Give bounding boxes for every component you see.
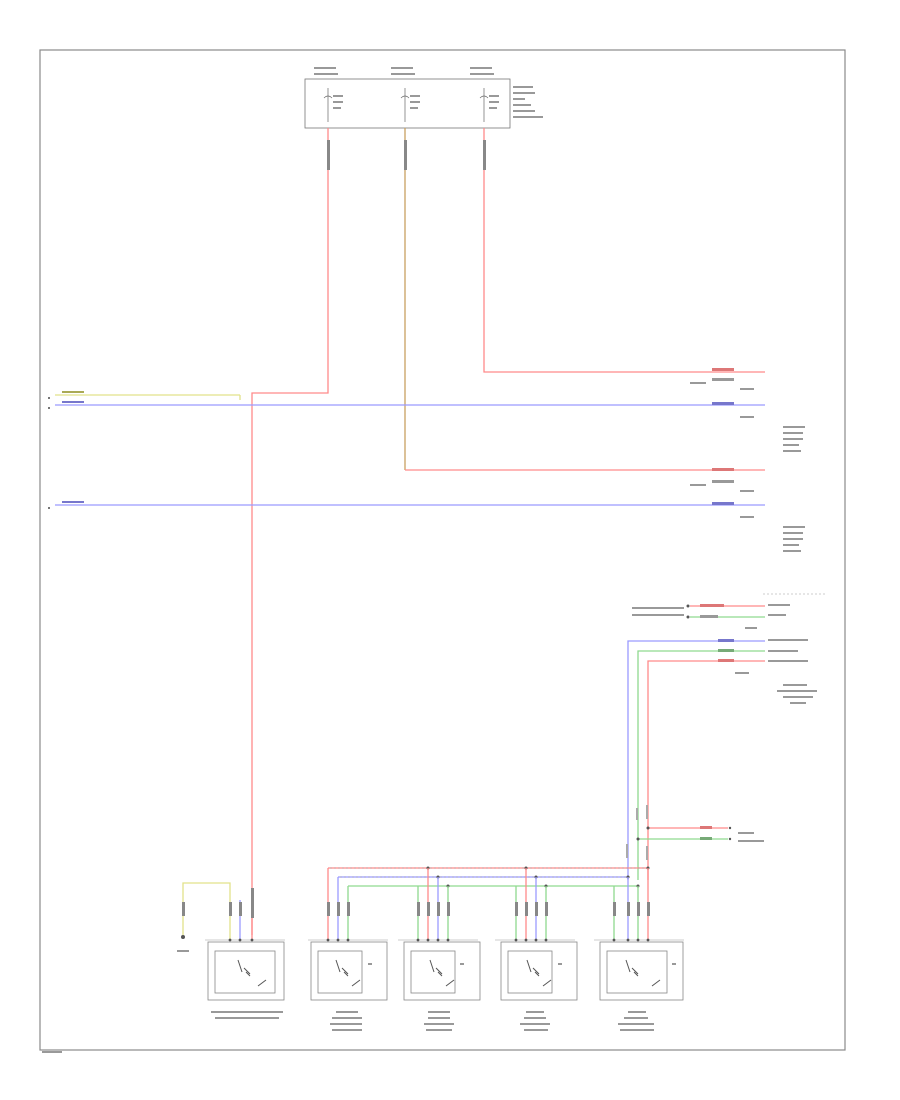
wire-fuse1-red — [251, 128, 329, 935]
ground-symbol — [177, 935, 189, 952]
connector-upper-2 — [690, 468, 805, 552]
wire-fuse3-red — [483, 128, 765, 373]
connector-upper-1 — [690, 368, 805, 452]
switch-2 — [308, 939, 388, 1031]
switch-5 — [594, 939, 684, 1031]
switch-4 — [495, 939, 578, 1031]
fuse-box — [304, 67, 543, 129]
connector-module — [627, 593, 825, 880]
fuse-1 — [323, 88, 333, 122]
fuse-3 — [479, 88, 489, 122]
diagram-border — [39, 49, 846, 1051]
switch-3 — [398, 939, 481, 1031]
fuse-2 — [400, 88, 410, 122]
switch-1 — [205, 939, 285, 1019]
